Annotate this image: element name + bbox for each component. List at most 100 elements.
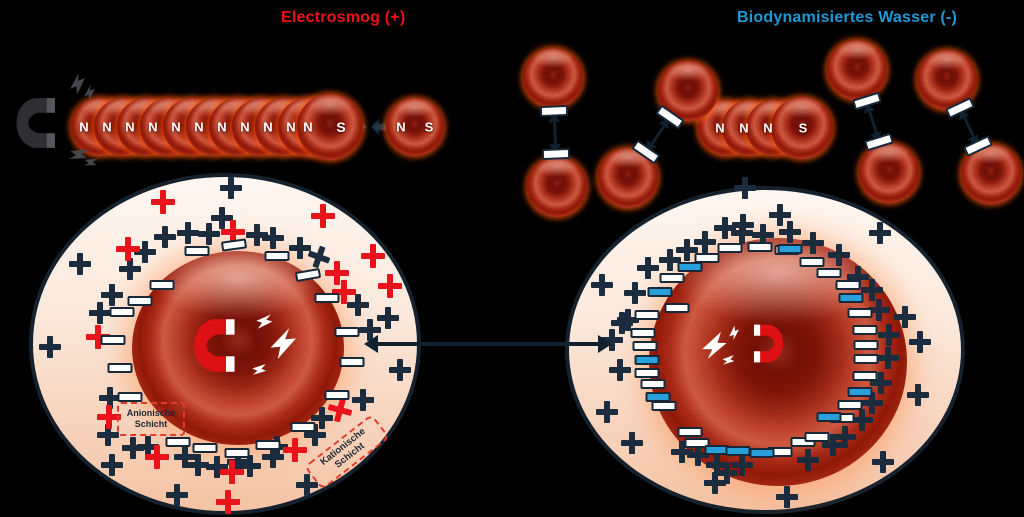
- plus-red-icon: [151, 190, 175, 214]
- lightning-bolt-icon: [65, 72, 92, 101]
- plus-icon: [776, 486, 798, 508]
- plus-icon: [601, 329, 623, 351]
- plus-icon: [611, 312, 633, 334]
- magnetic-pole-label: N: [148, 119, 158, 135]
- minus-bar-icon: [799, 257, 825, 267]
- plus-icon: [101, 284, 123, 306]
- plus-icon: [861, 392, 883, 414]
- plus-icon: [69, 253, 91, 275]
- minus-bar-blue-icon: [749, 448, 775, 458]
- plus-icon: [706, 454, 728, 476]
- plus-icon: [304, 424, 326, 446]
- minus-bar-icon: [852, 325, 878, 335]
- plus-icon: [676, 239, 698, 261]
- magnetic-pole-label: N: [263, 119, 273, 135]
- plus-icon: [752, 224, 774, 246]
- plus-red-icon: [283, 438, 307, 462]
- lightning-bolt-icon: [267, 327, 301, 365]
- plus-icon: [220, 177, 242, 199]
- magnetic-pole-label: N: [217, 119, 227, 135]
- plus-icon: [877, 347, 899, 369]
- plus-icon: [359, 319, 381, 341]
- magnetic-pole-label: S: [336, 119, 346, 135]
- lightning-bolt-icon: [251, 356, 270, 378]
- plus-icon: [296, 474, 318, 496]
- plus-red-icon: [216, 490, 240, 514]
- plus-icon: [731, 454, 753, 476]
- minus-bar-icon: [165, 437, 191, 447]
- minus-bar-icon: [853, 340, 879, 350]
- electrosmog-title: Electrosmog (+): [281, 9, 406, 26]
- double-arrow-between-circles: [364, 335, 612, 353]
- horseshoe-magnet-red-right-icon: [753, 324, 784, 363]
- plus-icon: [704, 472, 726, 494]
- plus-icon: [227, 451, 249, 473]
- plus-icon: [591, 274, 613, 296]
- minus-bar-blue-icon: [847, 387, 873, 397]
- plus-icon: [198, 223, 220, 245]
- double-arrow-icon: [963, 116, 975, 138]
- plus-icon: [637, 257, 659, 279]
- magnetic-pole-label: N: [194, 119, 204, 135]
- minus-bar-icon: [314, 293, 340, 303]
- magnetic-pole-label: N: [286, 119, 296, 135]
- minus-bar-icon: [630, 328, 656, 338]
- plus-icon: [870, 372, 892, 394]
- plus-icon: [851, 409, 873, 431]
- plus-icon: [671, 441, 693, 463]
- minus-bar-icon: [847, 308, 873, 318]
- plus-icon: [694, 231, 716, 253]
- minus-bar-icon: [835, 280, 861, 290]
- minus-bar-icon: [684, 438, 710, 448]
- minus-bar-icon: [224, 448, 250, 458]
- minus-bar-icon: [192, 443, 218, 453]
- magnetic-pole-label: S: [798, 120, 808, 136]
- double-arrow-icon: [553, 121, 557, 144]
- magnetic-pole-label: N: [171, 119, 181, 135]
- magnetic-pole-label: S: [424, 119, 434, 135]
- red-blood-cell: [297, 94, 363, 160]
- plus-icon: [797, 449, 819, 471]
- minus-bar-blue-icon: [645, 392, 671, 402]
- minus-bar-blue-icon: [777, 244, 803, 254]
- magnetic-pole-label: N: [102, 119, 112, 135]
- plus-icon: [352, 389, 374, 411]
- minus-bar-icon: [541, 148, 570, 161]
- plus-red-icon: [145, 445, 169, 469]
- plus-icon: [659, 249, 681, 271]
- plus-icon: [389, 359, 411, 381]
- plus-icon: [907, 384, 929, 406]
- plus-icon: [894, 306, 916, 328]
- magnetic-pole-label: N: [396, 119, 406, 135]
- minus-bar-icon: [100, 335, 126, 345]
- plus-icon: [714, 217, 736, 239]
- plus-icon: [734, 177, 756, 199]
- plus-icon: [624, 282, 646, 304]
- biodynamized-water-title: Biodynamisiertes Wasser (-): [737, 9, 957, 26]
- plus-icon: [166, 484, 188, 506]
- minus-bar-icon: [852, 371, 878, 381]
- plus-icon: [174, 446, 196, 468]
- plus-icon: [861, 279, 883, 301]
- plus-icon: [289, 237, 311, 259]
- plus-icon: [769, 204, 791, 226]
- minus-bar-icon: [837, 400, 863, 410]
- plus-icon: [39, 336, 61, 358]
- lightning-bolt-icon: [82, 149, 102, 171]
- lightning-bolt-icon: [255, 312, 274, 335]
- red-blood-cell: [827, 40, 887, 100]
- plus-icon: [828, 244, 850, 266]
- plus-red-icon: [311, 204, 335, 228]
- plus-icon: [716, 462, 738, 484]
- minus-bar-icon: [290, 422, 316, 432]
- plus-icon: [89, 302, 111, 324]
- minus-bar-blue-icon: [647, 287, 673, 297]
- plus-icon: [101, 454, 123, 476]
- minus-bar-icon: [694, 253, 720, 263]
- magnetic-pole-label: N: [715, 120, 725, 136]
- plus-icon: [99, 387, 121, 409]
- minus-bar-icon: [334, 327, 360, 337]
- plus-icon: [868, 299, 890, 321]
- plus-icon: [206, 456, 228, 478]
- magnetic-pole-label: N: [240, 119, 250, 135]
